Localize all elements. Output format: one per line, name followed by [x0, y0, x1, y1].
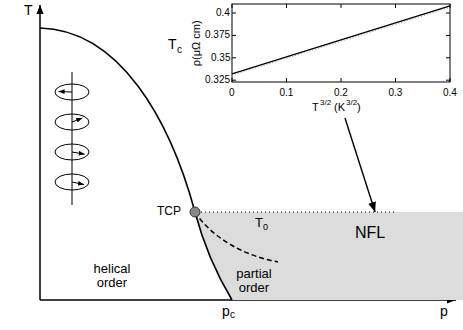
pointer-arrow [345, 118, 375, 212]
subscript: c [177, 44, 182, 56]
spin-ellipse [55, 144, 89, 160]
spin-arrow [72, 152, 85, 154]
axis-label: ) [357, 101, 361, 114]
curve-label: T [255, 216, 263, 231]
subscript: c [230, 309, 235, 321]
spin-arrow [72, 118, 82, 122]
tricritical-point [190, 207, 200, 217]
axis-label: ρ(μΩ cm) [190, 20, 203, 66]
tick-label: 0.35 [211, 52, 230, 64]
tick-label: 0.2 [334, 87, 348, 99]
region-shape [195, 212, 463, 300]
curve-label: T [168, 36, 177, 52]
crossover-curve [195, 212, 278, 262]
tick-mark [395, 78, 396, 82]
tick-mark [446, 80, 450, 81]
tick-mark [446, 35, 450, 36]
tick-label: 0.325 [205, 74, 230, 86]
tick-mark [395, 4, 396, 8]
tick-label: 0.3 [389, 87, 403, 99]
nfl-region-fill [195, 212, 463, 300]
plot-frame [232, 4, 450, 82]
axis-label: T [312, 101, 319, 114]
tick-label: 0.375 [205, 29, 230, 41]
transition-curve [195, 212, 232, 300]
tick-label: 0.4 [216, 7, 230, 19]
tick-mark [341, 4, 342, 8]
region-label: NFL [355, 224, 385, 242]
tick-label: 0.4 [443, 87, 457, 99]
tick-label: 0 [229, 87, 235, 99]
tick-mark [446, 57, 450, 58]
phase-label: helical order [86, 262, 138, 290]
tick-mark [341, 78, 342, 82]
exponent: 3/2 [346, 98, 357, 107]
inset-plot: 0.40.3750.350.32500.10.20.30.4ρ(μΩ cm)T3… [188, 0, 461, 118]
tick-mark [286, 4, 287, 8]
point-label: TCP [157, 205, 181, 219]
tick-mark [232, 4, 233, 8]
spin-arrow [72, 182, 84, 185]
tick-mark [232, 57, 236, 58]
fit-line [232, 7, 450, 75]
tick-mark [232, 35, 236, 36]
axis-label: T [24, 2, 33, 18]
spin-arrow [59, 91, 72, 93]
tick-mark [232, 80, 236, 81]
axis-label: p [440, 303, 448, 319]
tick-mark [286, 78, 287, 82]
spin-ellipse [55, 174, 89, 190]
temperature-axis [39, 5, 41, 300]
spin-ellipse [55, 84, 89, 100]
dotted-boundary [201, 211, 395, 212]
transition-curve [40, 28, 195, 212]
data-line [232, 6, 450, 74]
tick-label: 0.1 [280, 87, 294, 99]
axis-label: (K [334, 101, 345, 114]
phase-label: partial order [226, 267, 282, 295]
axis-label: p [222, 303, 230, 319]
exponent: 3/2 [320, 98, 331, 107]
tick-mark [446, 13, 450, 14]
spin-ellipse [55, 114, 89, 130]
subscript: 0 [263, 222, 268, 232]
nfl-region: NFL [195, 212, 463, 300]
tick-mark [232, 13, 236, 14]
